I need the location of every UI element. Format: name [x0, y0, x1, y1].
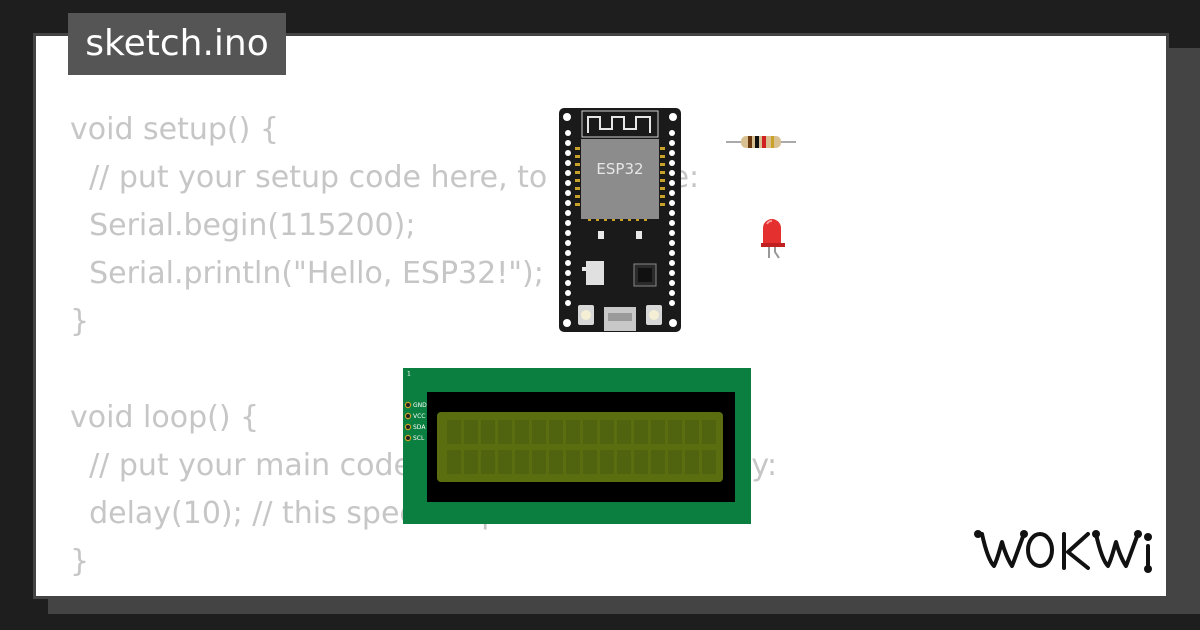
wokwi-logo — [974, 530, 1152, 573]
code-line: void setup() { — [70, 112, 279, 147]
code-line: } — [70, 544, 90, 579]
lcd-pin-label: GND — [413, 402, 427, 409]
lcd-pin-label: SCL — [413, 435, 425, 442]
file-tab[interactable]: sketch.ino — [68, 13, 286, 75]
lcd-pin-index: 1 — [407, 371, 411, 378]
code-line: } — [70, 304, 90, 339]
esp32-board-icon[interactable]: ESP32 — [558, 107, 682, 333]
code-line: Serial.println("Hello, ESP32!"); — [70, 256, 544, 291]
red-led-icon[interactable] — [760, 216, 786, 260]
lcd-pin-label: SDA — [413, 424, 426, 431]
lcd-pin-label: VCC — [413, 413, 425, 420]
esp32-label: ESP32 — [596, 160, 643, 178]
code-line: Serial.begin(115200); — [70, 208, 416, 243]
lcd1602-i2c-icon[interactable]: 1 GND VCC SDA SCL — [403, 368, 751, 524]
code-line: void loop() { — [70, 400, 260, 435]
resistor-icon[interactable] — [726, 132, 796, 152]
